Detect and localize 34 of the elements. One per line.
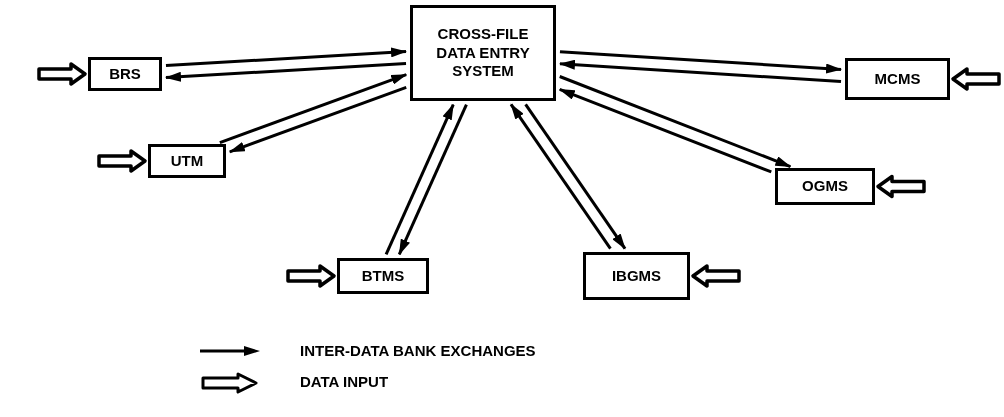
arrow bbox=[397, 104, 468, 256]
data-bank-box bbox=[775, 168, 875, 205]
arrow bbox=[559, 59, 842, 83]
hollow-arrow bbox=[876, 174, 926, 199]
box-label: IBGMS bbox=[611, 266, 662, 286]
data-bank-box bbox=[337, 258, 429, 294]
arrow bbox=[165, 62, 407, 82]
box-label: BRS bbox=[109, 64, 141, 84]
arrow bbox=[228, 86, 407, 154]
hollow-arrow bbox=[286, 264, 336, 288]
box-label: BTMS bbox=[361, 266, 405, 286]
box-label: OGMS bbox=[802, 177, 848, 196]
box-label: MCMS bbox=[874, 69, 921, 89]
data-bank-box bbox=[583, 252, 690, 300]
arrow bbox=[559, 50, 842, 74]
box-label: CROSS-FILE DATA ENTRY SYSTEM bbox=[435, 24, 531, 82]
system-box bbox=[410, 5, 556, 101]
arrow bbox=[509, 103, 612, 250]
data-bank-box bbox=[845, 58, 950, 100]
legend-label: INTER-DATA BANK EXCHANGES bbox=[300, 341, 536, 361]
arrow bbox=[559, 75, 792, 168]
hollow-arrow bbox=[37, 62, 87, 86]
arrow bbox=[524, 103, 627, 250]
data-bank-box bbox=[88, 57, 162, 91]
data-bank-box bbox=[148, 144, 226, 178]
hollow-arrow bbox=[951, 67, 1001, 91]
hollow-arrow bbox=[97, 149, 147, 173]
hollow-arrow bbox=[691, 264, 741, 288]
legend-label: DATA INPUT bbox=[300, 372, 389, 393]
arrow bbox=[558, 88, 772, 174]
arrow bbox=[219, 73, 408, 145]
arrow bbox=[384, 103, 455, 255]
box-label: UTM bbox=[170, 151, 204, 171]
arrow bbox=[165, 47, 407, 68]
